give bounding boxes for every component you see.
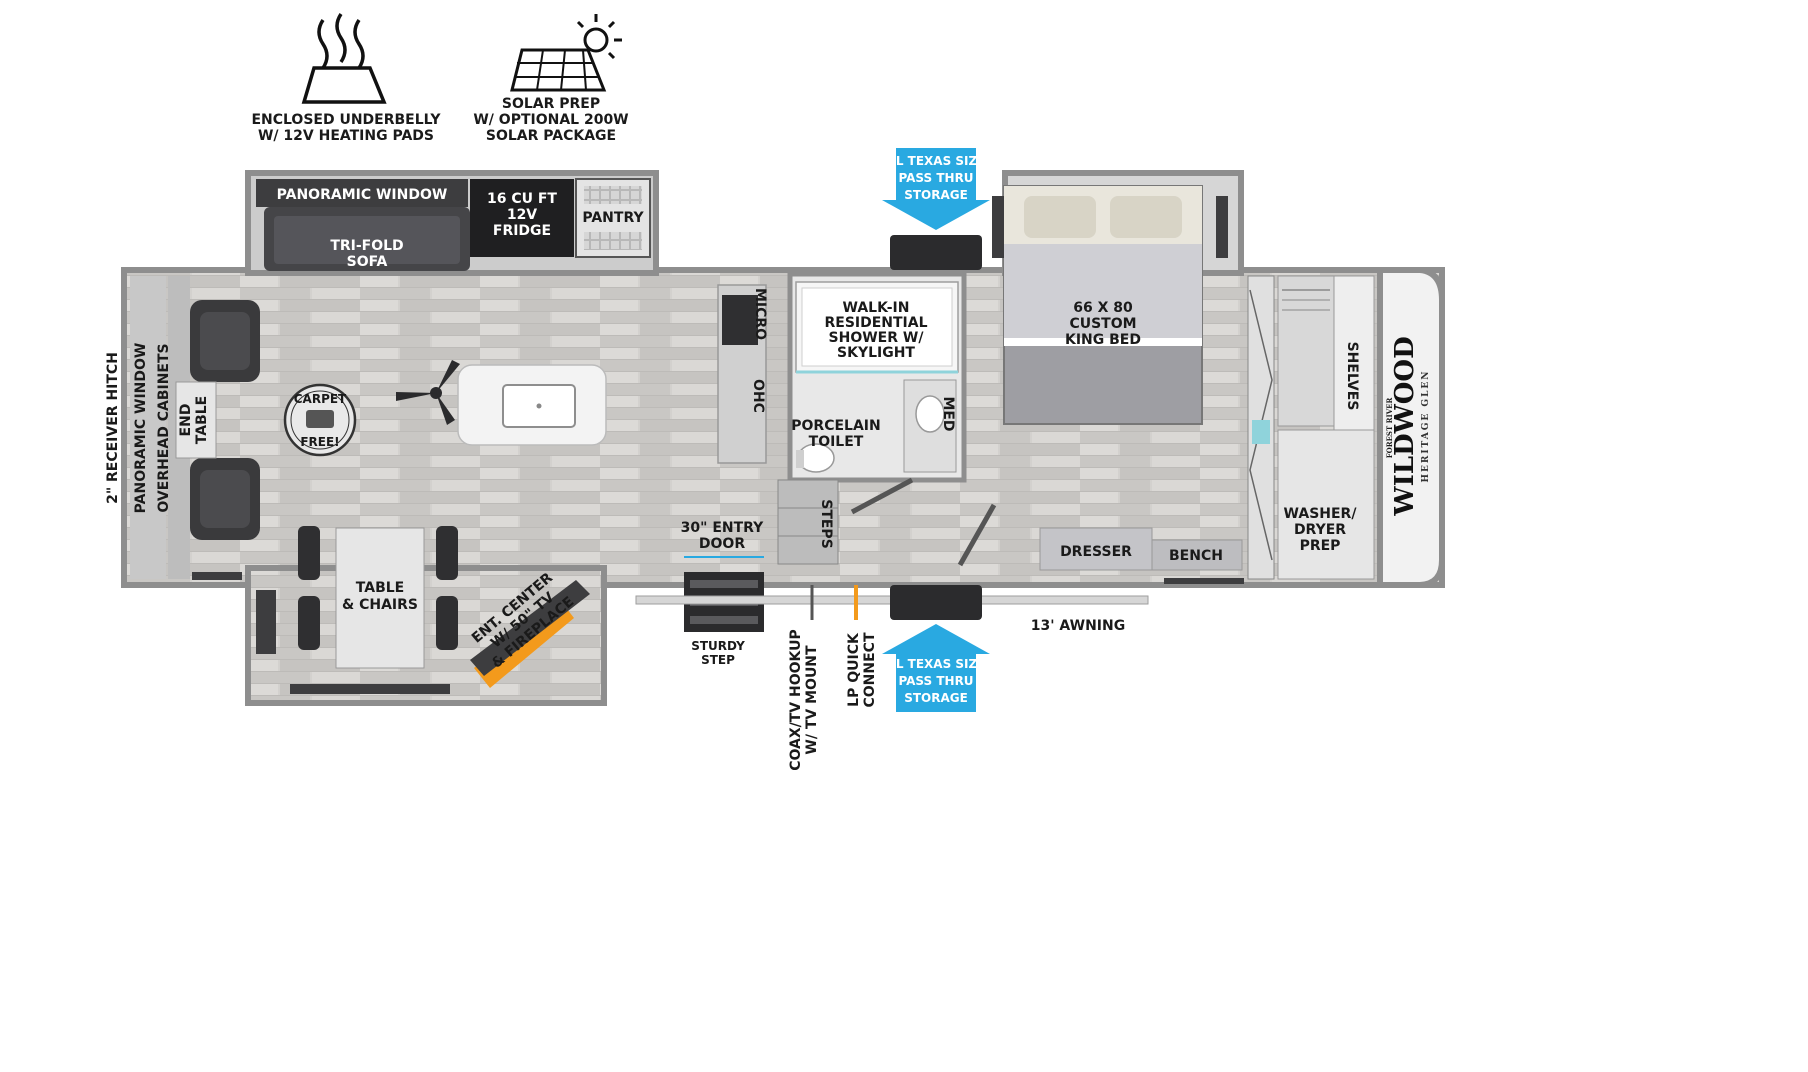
recliner-top (190, 300, 260, 382)
awning-label: 13' AWNING (1031, 618, 1125, 634)
dining-chairs (298, 526, 458, 650)
storage-bottom-label-2: PASS THRU (898, 674, 973, 688)
interior-steps (777, 479, 839, 565)
recliner-bottom (190, 458, 260, 540)
fridge-label-3: FRIDGE (493, 223, 551, 239)
storage-callout-bottom (882, 624, 990, 712)
bed-window-right (1216, 196, 1228, 258)
panoramic-window-top (256, 179, 468, 207)
sofa-label-1: TRI-FOLD (330, 238, 403, 254)
carpet-free-badge (283, 383, 357, 457)
sturdy-step-label-1: STURDY (691, 639, 745, 653)
end-table (175, 381, 217, 459)
microwave (722, 295, 758, 345)
fridge (470, 179, 574, 257)
front-window-label: PANORAMIC WINDOW (133, 343, 149, 514)
brand-name: WILDWOOD (1390, 336, 1420, 516)
solar-label-3: SOLAR PACKAGE (486, 128, 616, 144)
washer-label-2: DRYER (1294, 522, 1346, 538)
end-table-label-1: END (178, 404, 194, 437)
overhead-cabinets-label: OVERHEAD CABINETS (156, 343, 172, 512)
storage-top-label-1: XL TEXAS SIZE (887, 154, 986, 168)
storage-bottom-label-3: STORAGE (904, 691, 968, 705)
shower-label-4: SKYLIGHT (837, 345, 915, 361)
bench-window (1164, 578, 1244, 584)
med-label: MED (940, 396, 956, 431)
shower-label-3: SHOWER W/ (829, 330, 925, 346)
sturdy-step-label-2: STEP (701, 653, 735, 667)
dresser-label: DRESSER (1060, 544, 1132, 560)
underbelly-heat-icon (301, 13, 387, 104)
coax-label-2: W/ TV MOUNT (804, 645, 820, 755)
table-chairs-label-1: TABLE (356, 580, 404, 596)
toilet-label-2: TOILET (809, 434, 864, 450)
steps-label: STEPS (818, 499, 834, 549)
carpet-free-label-2: FREE! (300, 435, 339, 449)
washer-label-3: PREP (1300, 538, 1341, 554)
shower-label-2: RESIDENTIAL (824, 315, 927, 331)
table-chairs-label-2: & CHAIRS (342, 597, 418, 613)
shelves-label: SHELVES (1344, 342, 1360, 411)
front-overhead-cabinets (130, 276, 166, 579)
bed-label-1: 66 X 80 (1073, 300, 1133, 316)
solar-label-1: SOLAR PREP (502, 96, 600, 112)
bathroom-door (850, 477, 914, 515)
bench-label: BENCH (1169, 548, 1223, 564)
receiver-hitch-label: 2" RECEIVER HITCH (105, 352, 121, 504)
king-bed (1003, 185, 1203, 425)
underbelly-label-1: ENCLOSED UNDERBELLY (251, 112, 441, 128)
shower-label-1: WALK-IN (843, 300, 910, 316)
micro-label: MICRO (752, 288, 768, 340)
fridge-label-1: 16 CU FT (487, 191, 557, 207)
lower-window (192, 572, 242, 580)
fridge-label-2: 12V (507, 207, 537, 223)
wildwood-logo: FOREST RIVER WILDWOOD HERITAGE GLEN (1385, 336, 1431, 516)
ohc-label: OHC (750, 379, 766, 413)
entry-door-label-1: 30" ENTRY (681, 520, 764, 536)
pantry-label: PANTRY (582, 210, 644, 226)
bedroom-door (957, 503, 997, 567)
dining-bottom-window (290, 684, 450, 694)
brand-small: FOREST RIVER (1385, 398, 1394, 459)
dresser (1039, 527, 1153, 571)
washer-label-1: WASHER/ (1284, 506, 1358, 522)
end-table-label-2: TABLE (194, 396, 210, 444)
carpet-free-label-1: CARPET (294, 392, 347, 406)
solar-label-2: W/ OPTIONAL 200W (473, 112, 628, 128)
solar-panel-icon (510, 14, 622, 92)
kitchen-island (457, 364, 607, 446)
bathroom-sink (915, 395, 945, 433)
wardrobe (1247, 275, 1375, 580)
coax-label-1: COAX/TV HOOKUP (788, 629, 804, 771)
bed-window-left (992, 196, 1004, 258)
lp-label-2: CONNECT (862, 632, 878, 707)
lp-label-1: LP QUICK (846, 632, 862, 707)
panoramic-window-top-label: PANORAMIC WINDOW (277, 187, 448, 203)
storage-hatch-bottom (890, 585, 982, 620)
storage-top-label-2: PASS THRU (898, 171, 973, 185)
bench (1151, 539, 1243, 571)
toilet-label-1: PORCELAIN (791, 418, 880, 434)
sofa-label-2: SOFA (347, 254, 388, 270)
storage-hatch-top (890, 235, 982, 270)
underbelly-label-2: W/ 12V HEATING PADS (258, 128, 434, 144)
dining-window (256, 590, 276, 654)
brand-sub: HERITAGE GLEN (1421, 369, 1431, 482)
dining-table (335, 527, 425, 669)
storage-bottom-label-1: XL TEXAS SIZE (887, 657, 986, 671)
bed-label-2: CUSTOM (1069, 316, 1136, 332)
bed-label-3: KING BED (1065, 332, 1141, 348)
ceiling-fan-icon (396, 360, 460, 425)
storage-top-label-3: STORAGE (904, 188, 968, 202)
entry-door-label-2: DOOR (699, 536, 745, 552)
storage-callout-top (882, 148, 990, 230)
